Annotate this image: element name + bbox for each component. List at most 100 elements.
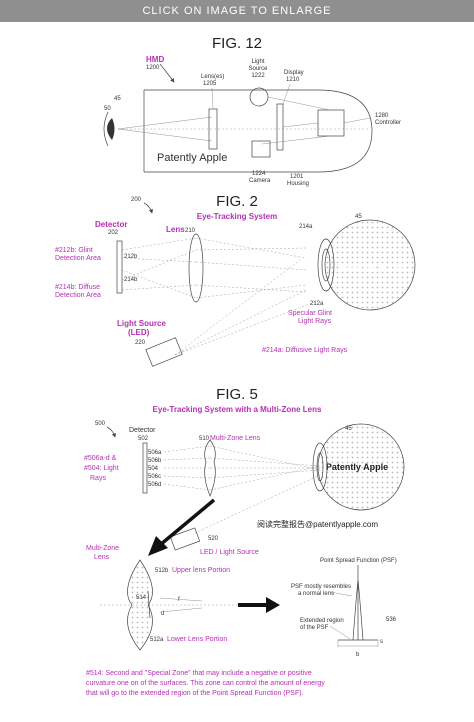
ref-500: 500	[95, 421, 106, 427]
display-element	[276, 103, 284, 151]
svg-text:510: 510	[199, 436, 210, 442]
psf-arrow	[266, 597, 280, 613]
svg-text:#504: Light: #504: Light	[84, 465, 119, 472]
housing-ref: 1201	[290, 174, 304, 180]
controller-element	[317, 109, 345, 137]
light-rays-label: #506a-d &	[84, 455, 117, 462]
svg-text:Source: Source	[248, 66, 268, 72]
caption: #514: Second and "Special Zone" that may…	[86, 670, 325, 697]
caption-line-3: that will go to the extended region of t…	[86, 690, 304, 697]
ref-200: 200	[131, 197, 142, 203]
svg-text:514: 514	[136, 595, 147, 601]
upper-portion-label: Upper lens Portion	[172, 567, 230, 574]
fig5-watermark: Patently Apple	[326, 462, 388, 472]
svg-text:Detection Area: Detection Area	[55, 255, 101, 262]
svg-text:45: 45	[345, 426, 352, 432]
light-source-element	[249, 87, 269, 107]
hmd-label: HMD	[146, 55, 164, 64]
fig5-detector-label: Detector	[129, 427, 156, 434]
svg-text:506c: 506c	[148, 474, 161, 480]
svg-text:45: 45	[355, 214, 362, 220]
svg-text:212a: 212a	[310, 301, 324, 307]
zoom-arrow	[148, 536, 168, 556]
fig5-led	[169, 527, 201, 551]
caption-line-1: #514: Second and "Special Zone" that may…	[86, 670, 312, 677]
svg-text:Rays: Rays	[90, 475, 106, 482]
lens-element	[208, 108, 218, 150]
diffusive-label: #214a: Diffusive Light Rays	[262, 347, 348, 354]
source-url: 阅读完整报告@patentlyapple.com	[257, 519, 378, 529]
controller-label: Controller	[375, 120, 401, 126]
svg-text:520: 520	[208, 536, 219, 542]
fig5-subtitle: Eye-Tracking System with a Multi-Zone Le…	[153, 405, 322, 414]
fig2-watermark: Patently Apple	[341, 262, 403, 272]
fig12-title: FIG. 12	[212, 35, 262, 52]
display-label: Display	[284, 70, 304, 76]
svg-text:1222: 1222	[251, 73, 265, 79]
fig5-title: FIG. 5	[216, 386, 258, 403]
led-label: LED / Light Source	[200, 549, 259, 556]
enlarge-banner[interactable]: CLICK ON IMAGE TO ENLARGE	[0, 0, 474, 22]
fig2-eyeball	[324, 219, 416, 311]
fig5-lens-label: Multi-Zone Lens	[210, 435, 261, 442]
svg-text:1205: 1205	[203, 81, 217, 87]
fig12-watermark: Patently Apple	[157, 152, 227, 164]
lower-portion-label: Lower Lens Portion	[167, 636, 227, 643]
eye-ref: 45	[114, 96, 121, 102]
fig5-diagram: FIG. 5 Eye-Tracking System with a Multi-…	[84, 386, 405, 556]
svg-text:214b: 214b	[124, 277, 138, 283]
svg-text:506a: 506a	[148, 450, 162, 456]
svg-text:(LED): (LED)	[128, 328, 150, 337]
led-element	[145, 337, 183, 367]
svg-text:Detection Area: Detection Area	[55, 292, 101, 299]
housing-outline	[144, 89, 373, 173]
fig5-eyeball	[317, 423, 405, 511]
hmd-ref: 1200	[146, 65, 160, 71]
housing-label: Housing	[287, 181, 309, 187]
svg-text:214a: 214a	[299, 224, 313, 230]
detector-ref: 202	[108, 230, 119, 236]
svg-text:506d: 506d	[148, 482, 161, 488]
ref-50: 50	[104, 106, 111, 112]
svg-text:b: b	[356, 652, 360, 658]
svg-text:Lens: Lens	[94, 554, 110, 561]
detail-diagram: Multi-Zone Lens 512b Upper lens Portion …	[86, 545, 397, 658]
detail-lens-label: Multi-Zone	[86, 545, 119, 552]
lens-ref: 210	[185, 228, 196, 234]
light-source-label: Light	[251, 59, 264, 65]
camera-label: Camera	[249, 178, 271, 184]
glint-area-label: #212b: Glint	[55, 247, 93, 254]
svg-text:of the PSF: of the PSF	[300, 625, 329, 631]
psf-normal-label: PSF mostly resembles	[291, 584, 351, 590]
fig5-detector	[142, 442, 148, 494]
detector-label: Detector	[95, 220, 127, 229]
svg-text:506b: 506b	[148, 458, 162, 464]
svg-text:d: d	[161, 611, 164, 617]
camera-element	[251, 140, 271, 158]
psf-title: Point Spread Function (PSF)	[320, 558, 397, 564]
svg-text:512a: 512a	[150, 637, 164, 643]
svg-text:212b: 212b	[124, 254, 138, 260]
svg-text:512b: 512b	[155, 568, 169, 574]
svg-text:502: 502	[138, 436, 149, 442]
detector-element	[116, 240, 123, 294]
psf-curve	[352, 579, 364, 641]
lenses-label: Lens(es)	[201, 74, 224, 80]
diffuse-area-label: #214b: Diffuse	[55, 284, 100, 291]
camera-ref: 1224	[252, 171, 266, 177]
fig2-title: FIG. 2	[216, 193, 258, 210]
fig2-lens	[188, 233, 204, 303]
fig2-subtitle: Eye-Tracking System	[197, 212, 277, 221]
fig5-multizone-lens	[204, 439, 216, 497]
svg-text:504: 504	[148, 466, 159, 472]
fig2-light-source-label: Light Source	[117, 319, 166, 328]
controller-ref: 1280	[375, 113, 389, 119]
svg-text:220: 220	[135, 340, 146, 346]
svg-text:Light Rays: Light Rays	[298, 318, 332, 325]
svg-text:f: f	[178, 597, 180, 603]
specular-label: Specular Glint	[288, 310, 332, 317]
fig12-diagram: FIG. 12 HMD 1200 45 50 Lens(es) 1205 Lig…	[103, 35, 401, 187]
svg-text:1210: 1210	[286, 77, 300, 83]
svg-text:s: s	[380, 639, 383, 645]
